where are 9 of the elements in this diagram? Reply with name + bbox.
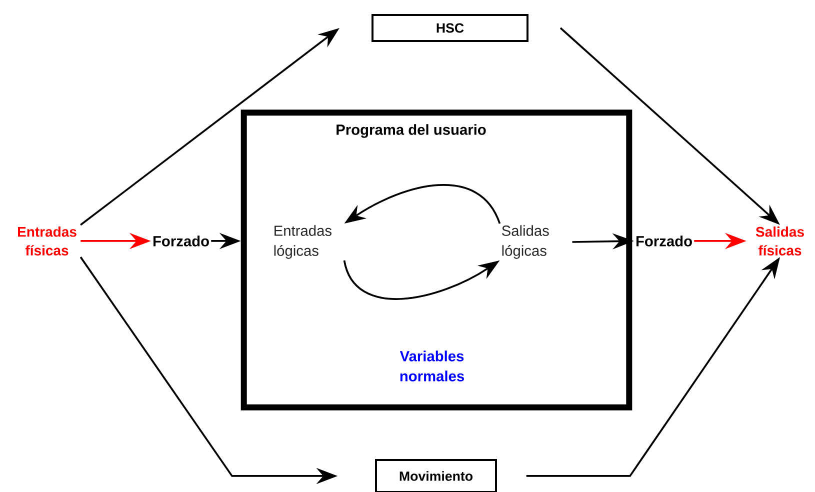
text-label: Salidas lógicas [502, 225, 549, 259]
process-box: Movimiento [375, 459, 497, 492]
text-label: Forzado [153, 236, 209, 246]
text-label: Forzado [636, 236, 692, 246]
text-label: Entradas lógicas [274, 225, 332, 259]
caption-text: Variables normales [400, 350, 464, 382]
text-label: Salidas físicas [756, 226, 804, 256]
text-label: Entradas físicas [18, 226, 76, 256]
process-box: HSC [372, 14, 528, 42]
